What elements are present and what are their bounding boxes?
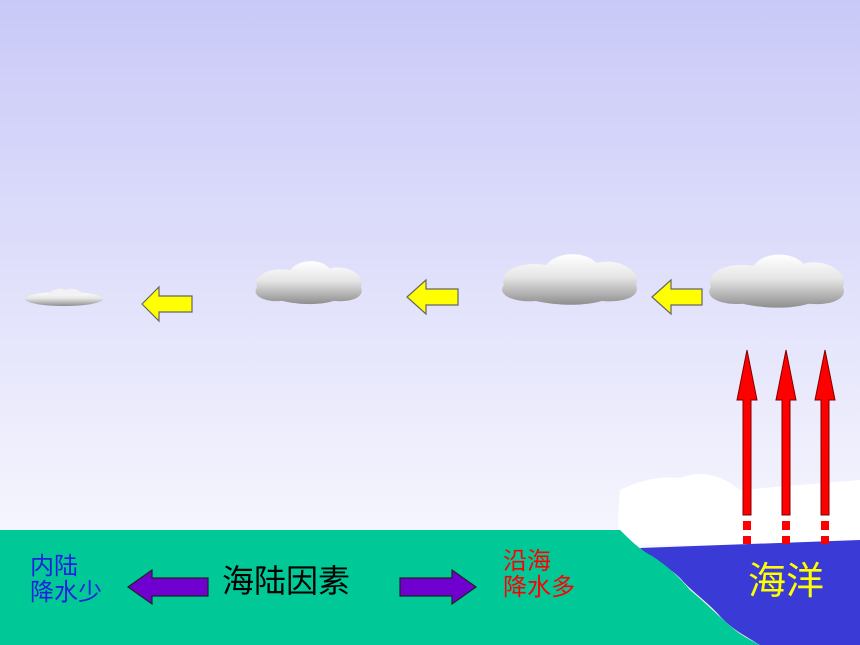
inland-label: 内陆 降水少 (30, 553, 102, 606)
left-arrow-icon (651, 278, 703, 316)
coastal-haze (618, 474, 860, 545)
left-arrow-icon (126, 568, 209, 606)
up-arrow-icon (814, 349, 836, 544)
coastal-line-2: 降水多 (503, 573, 575, 602)
ocean-label: 海洋 (748, 559, 825, 603)
up-arrow-icon (736, 349, 758, 544)
ocean-area (640, 540, 860, 645)
inland-line-2: 降水少 (30, 578, 102, 607)
inland-line-1: 内陆 (30, 552, 78, 580)
coastal-label: 沿海 降水多 (503, 548, 575, 601)
cloud-puff (46, 288, 84, 296)
diagram-title: 海陆因素 (222, 562, 351, 600)
left-arrow-icon (406, 278, 459, 316)
left-arrow-icon (141, 285, 193, 323)
right-arrow-icon (399, 568, 478, 606)
land-area (0, 530, 760, 645)
coastal-line-1: 沿海 (503, 547, 551, 575)
up-arrow-icon (775, 349, 797, 544)
